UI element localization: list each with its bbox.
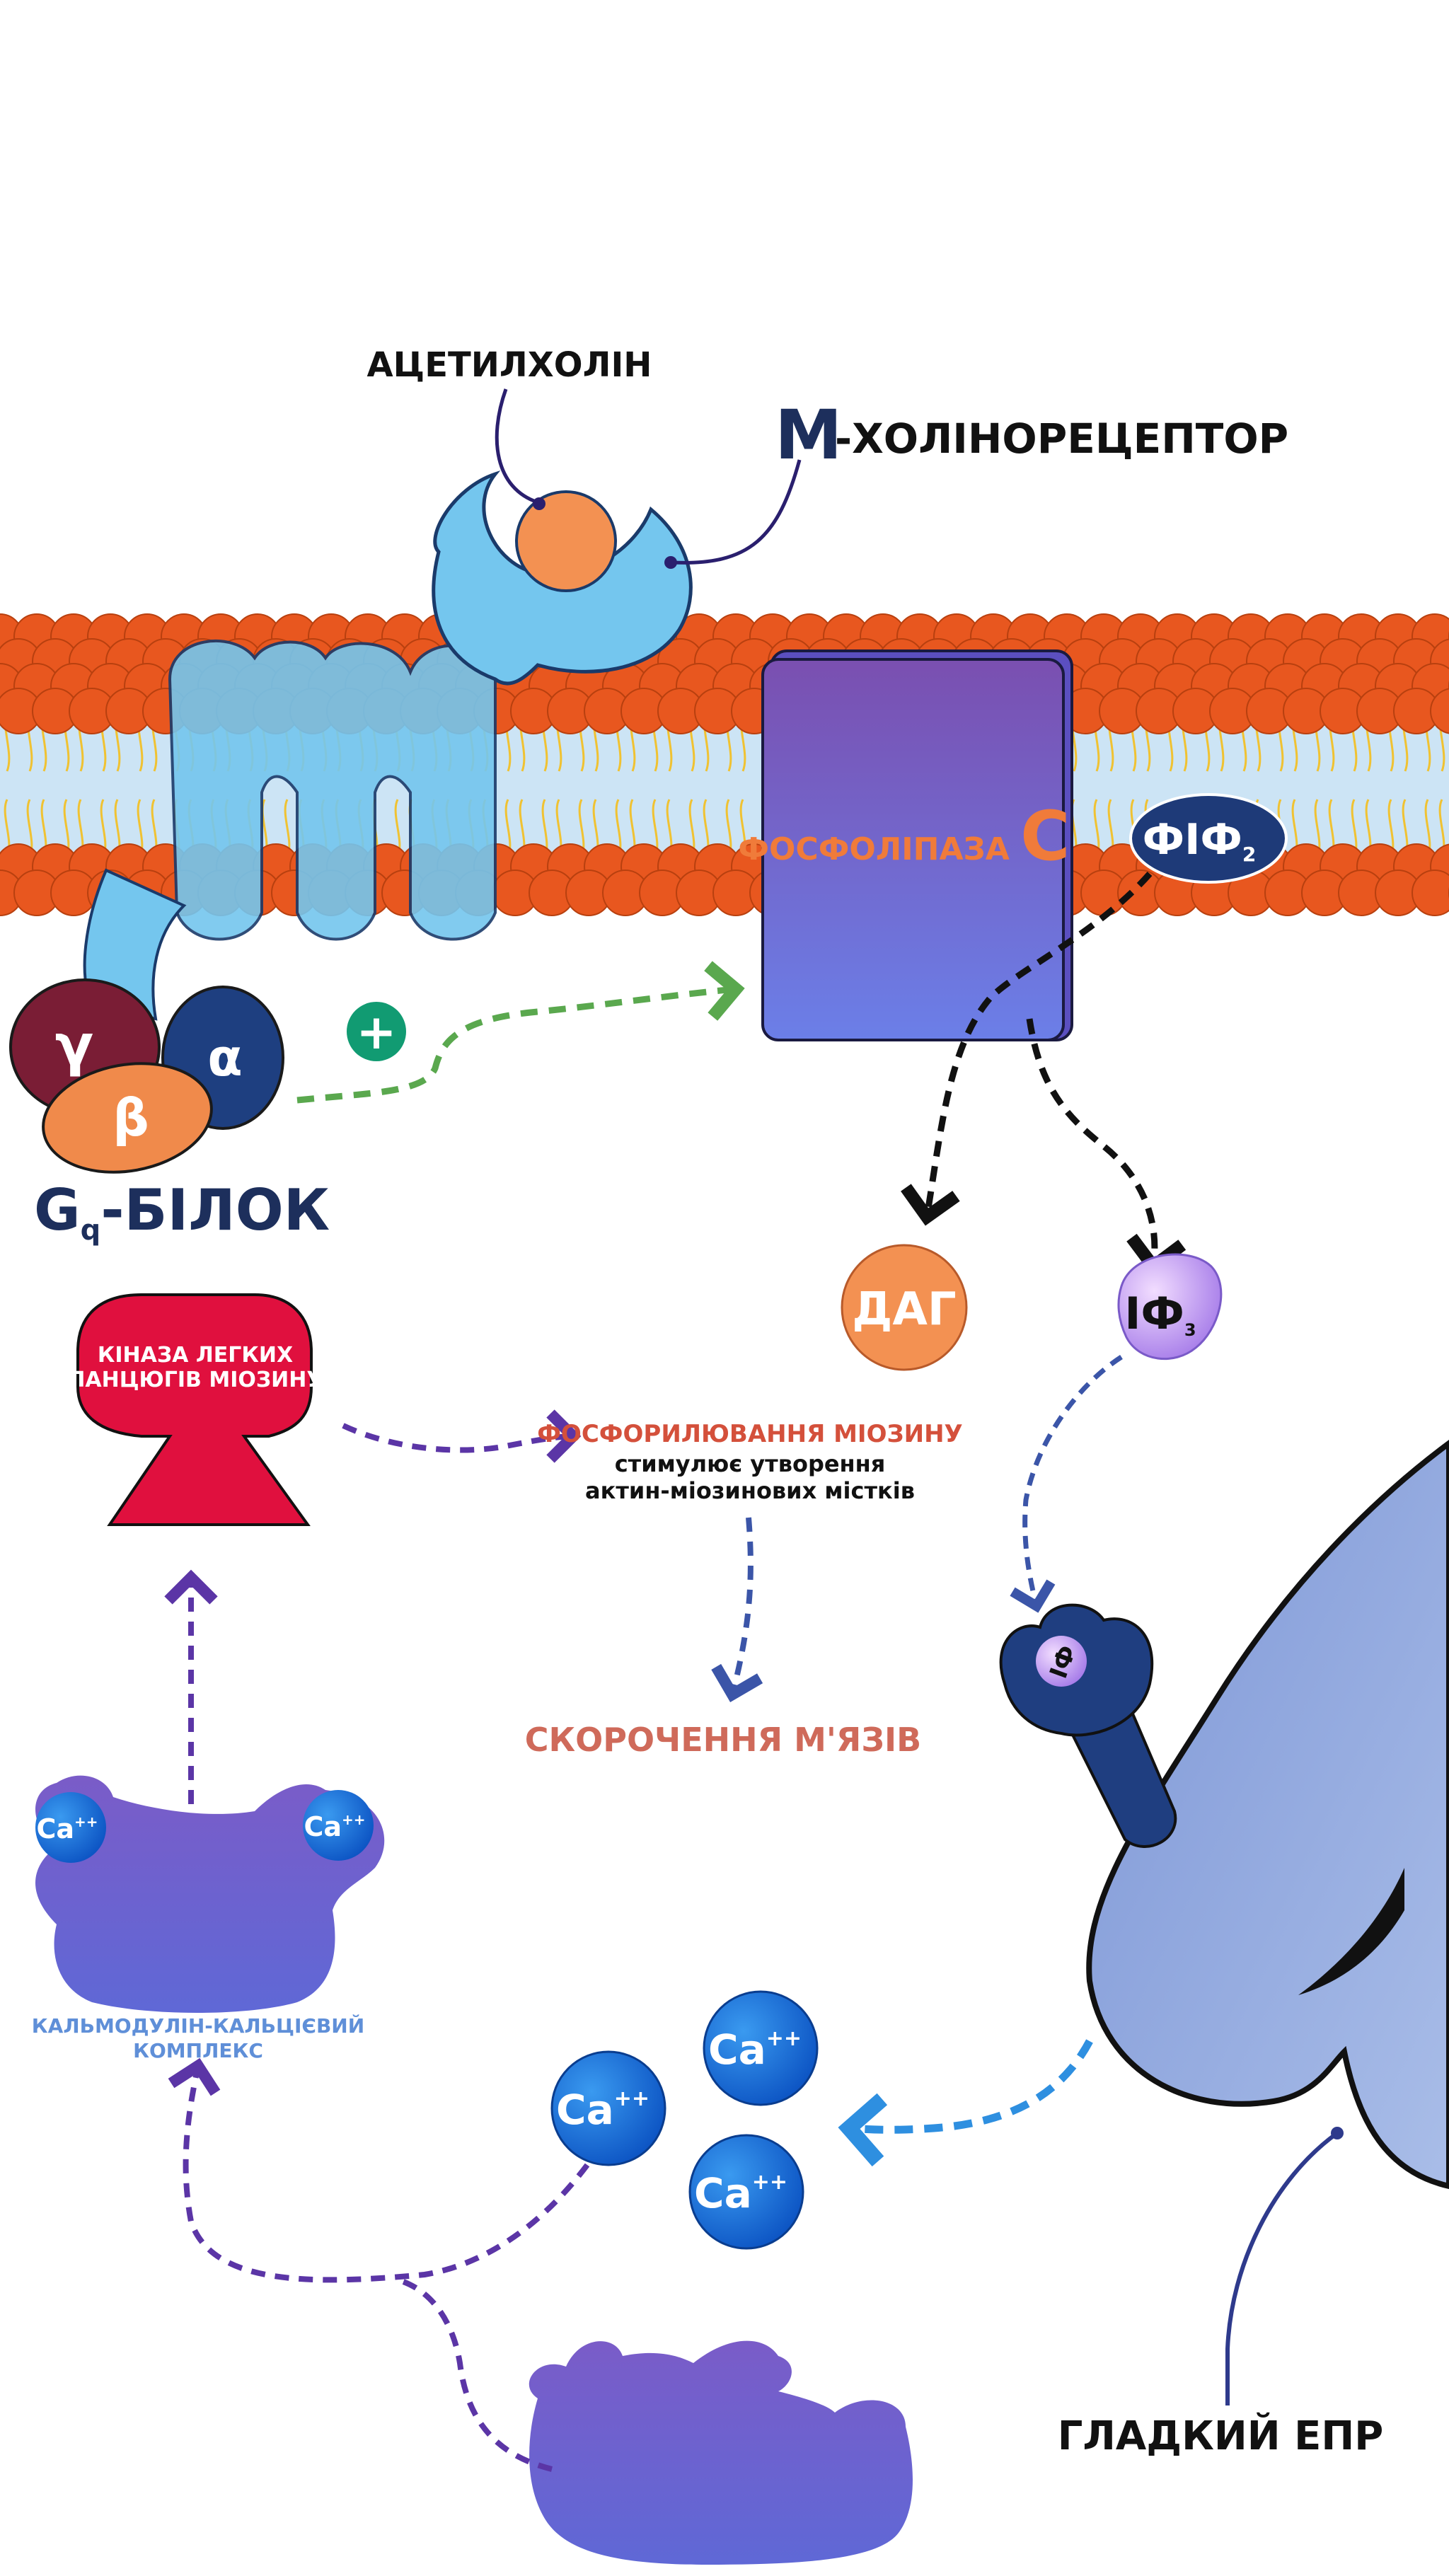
phosphorylation-desc-line1: стимулює утворення [615,1450,886,1477]
phosphorylation-to-contraction-arrow [711,1517,763,1702]
phosphorylation-desc-line2: актин-міозинових містків [585,1477,915,1504]
ip3-to-receptor-arrow [1010,1355,1123,1613]
activation-plus-badge [347,1002,406,1061]
er-to-calcium-arrow [838,2039,1093,2167]
kinase-body [76,1293,313,1526]
calcium-to-complex-arrow [168,2057,590,2283]
smooth-er-label: ГЛАДКИЙ ЕПР [1058,2413,1384,2459]
dag-label: ДАГ [852,1283,956,1336]
phospholipase-c-body [761,658,1065,1041]
ca-label: Ca++ [708,2026,802,2074]
complex-calcium-ion-1: Ca++ [35,1792,106,1863]
pip2-label: ФІФ2 [1143,815,1257,866]
muscle-contraction-label: СКОРОЧЕННЯ М'ЯЗІВ [525,1721,921,1759]
complex-calcium-ion-2: Ca++ [303,1790,374,1861]
er-pointer-dot [1331,2127,1344,2139]
ca-label: Ca++ [36,1813,98,1844]
acetylcholine-label: АЦЕТИЛХОЛІН [367,345,652,385]
m-receptor-label: -ХОЛІНОРЕЦЕПТОР [835,415,1288,463]
ip3-receptor: ІФ [999,1603,1177,1848]
dag-molecule [841,1244,968,1371]
phosphorylation-title: ФОСФОРИЛЮВАННЯ МІОЗИНУ [537,1420,963,1448]
gamma-label: γ [55,1012,94,1078]
phospholipase-c: ФОСФОЛІПАЗА С [738,649,1073,1041]
pip2-ellipse [1129,793,1288,884]
calmodulin-to-junction-arrow [402,2279,553,2472]
phospholipase-c-label: ФОСФОЛІПАЗА С [738,797,1070,876]
kinase-label-line2: ЛАНЦЮГІВ МІОЗИНУ [67,1368,323,1392]
receptor-pointer-dot [664,556,677,569]
calmodulin-complex-label-line1: КАЛЬМОДУЛІН-КАЛЬЦІЄВИЙ [32,2014,364,2038]
ca-label: Ca++ [556,2086,650,2134]
beta-subunit [42,1062,213,1174]
gq-protein-label: Gq-БІЛОК [34,1177,330,1247]
calcium-ion-1: Ca++ [550,2050,666,2166]
lipid-head [1430,688,1449,734]
m-receptor-label-m: М [775,395,843,475]
smooth-er-fold [1298,1868,1404,1995]
calcium-ion-3: Ca++ [688,2134,804,2250]
receptor-pointer [671,459,802,565]
ca-label: Ca++ [304,1811,365,1842]
myosin-light-chain-kinase: КІНАЗА ЛЕГКИХ ЛАНЦЮГІВ МІОЗИНУ [67,1293,323,1526]
plus-icon: + [357,1005,397,1061]
pip2-to-dag-arrow [901,872,1153,1226]
er-pointer [1225,2131,1339,2405]
calmodulin-calcium-complex [35,1775,385,2013]
alpha-label: α [207,1028,242,1087]
ip3-label: ІФ3 [1124,1288,1196,1340]
kinase-to-phosphorylation-arrow [342,1409,582,1463]
plc-to-ip3-arrow [1026,1018,1187,1276]
acetylcholine-pointer [495,388,538,504]
calcium-ion-2: Ca++ [703,1990,819,2106]
ip3-receptor-stem [1066,1711,1177,1848]
acetylcholine-pointer-dot [533,497,545,510]
smooth-er [1086,1440,1449,2190]
calmodulin-free [529,2340,913,2565]
ca-label: Ca++ [694,2169,787,2217]
pip2: ФІФ2 [1129,793,1288,884]
acetylcholine-ligand [515,490,617,592]
gq-protein: γ α β [9,978,284,1174]
lipid-head [1412,870,1449,916]
ip3-bound [1036,1636,1087,1687]
kinase-label-line1: КІНАЗА ЛЕГКИХ [98,1343,293,1368]
ip3-molecule [1117,1253,1223,1361]
calmodulin-complex-label-line2: КОМПЛЕКС [133,2039,263,2062]
beta-label: β [112,1088,149,1148]
m-cholinoreceptor [83,470,693,1021]
receptor-loops [168,640,497,941]
gq-to-plc-arrow [296,961,745,1104]
